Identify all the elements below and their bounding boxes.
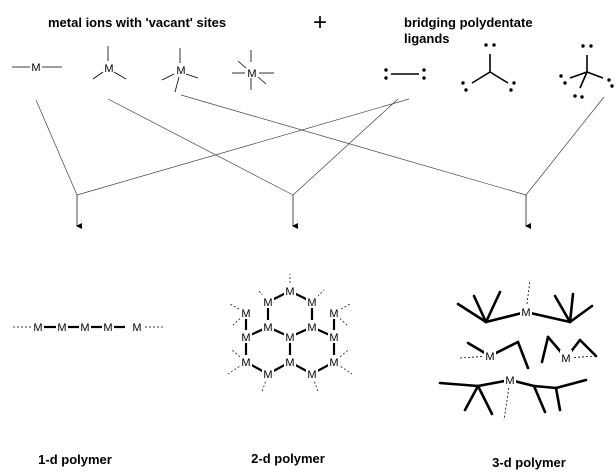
three-d-polymer-label: 3-d polymer xyxy=(492,455,566,470)
lattice-metal-13: M xyxy=(329,357,338,369)
lattice-metal-3: M xyxy=(307,297,316,309)
metal-ions-caption: metal ions with 'vacant' sites xyxy=(48,15,226,30)
ligand-tetrahedral-icon xyxy=(559,44,614,99)
chain-metal-5: M xyxy=(132,322,141,334)
dangling-bond xyxy=(261,373,269,393)
arrows xyxy=(76,195,531,229)
lattice-metal-10: M xyxy=(329,332,338,344)
network-metal-right: M xyxy=(561,353,570,365)
dangling-bond xyxy=(229,303,247,314)
chain-metal-1: M xyxy=(33,322,42,334)
network-metal-top: M xyxy=(521,307,530,319)
lattice-metal-7: M xyxy=(307,322,316,334)
ligand-linear-icon xyxy=(384,68,426,80)
dangling-bond xyxy=(333,349,349,363)
chain-metal-4: M xyxy=(103,322,112,334)
dangling-bond xyxy=(231,312,247,327)
metal-trigonal-icon xyxy=(92,46,127,80)
three-d-polymer-structure: M M M M xyxy=(438,279,598,421)
lattice-metal-8: M xyxy=(241,332,250,344)
dangling-bond xyxy=(231,349,247,363)
lattice-metal-5: M xyxy=(329,308,338,320)
plus-sign: + xyxy=(313,9,327,36)
ligand-trigonal-icon xyxy=(461,43,516,92)
metal-linear-symbol: M xyxy=(31,62,40,74)
lattice-metal-11: M xyxy=(241,357,250,369)
metal-tetrahedral-symbol: M xyxy=(176,65,185,77)
connector-lines xyxy=(35,94,605,196)
one-d-polymer-label: 1-d polymer xyxy=(38,452,112,467)
network-metal-bottom: M xyxy=(505,375,514,387)
dangling-bond xyxy=(311,373,319,393)
lattice-metal-4: M xyxy=(241,308,250,320)
lattice-metal-12: M xyxy=(285,357,294,369)
ligands-caption-line1: bridging polydentate xyxy=(404,15,533,30)
metal-octahedral-icon xyxy=(232,50,274,90)
chain-metal-3: M xyxy=(80,322,89,334)
lattice-metal-9: M xyxy=(285,332,294,344)
dangling-bond xyxy=(333,312,349,327)
lattice-metal-1: M xyxy=(285,286,294,298)
lattice-metal-6: M xyxy=(263,322,272,334)
one-d-polymer-structure: M M M M M xyxy=(13,322,164,334)
chain-metal-2: M xyxy=(57,322,66,334)
lattice-metal-14: M xyxy=(263,369,272,381)
two-d-polymer-label: 2-d polymer xyxy=(251,451,325,466)
lattice-metal-15: M xyxy=(307,369,316,381)
network-metal-left: M xyxy=(485,351,494,363)
dangling-bond xyxy=(257,289,269,303)
ligands-caption-line2: ligands xyxy=(404,31,450,46)
metal-tetrahedral-icon xyxy=(161,48,199,93)
metal-octahedral-symbol: M xyxy=(247,68,256,80)
metal-trigonal-symbol: M xyxy=(104,63,113,75)
lattice-metal-2: M xyxy=(263,297,272,309)
dangling-bond xyxy=(333,303,351,314)
